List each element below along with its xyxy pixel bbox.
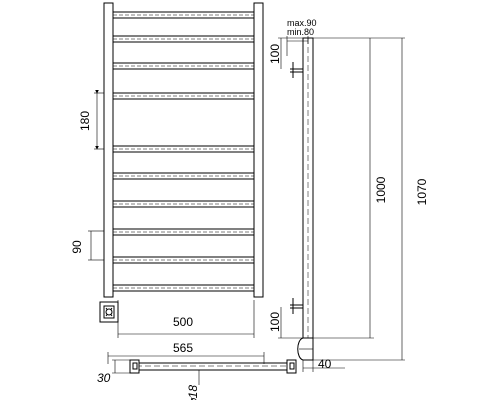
label-90: 90	[70, 240, 84, 254]
dim-565-line	[107, 352, 265, 364]
label-min: min.80	[287, 27, 314, 37]
dim-1000-line	[313, 37, 374, 339]
label-max: max.90	[287, 18, 317, 28]
label-180: 180	[78, 111, 92, 131]
label-30: 30	[97, 371, 111, 385]
dim-100-bottom-line	[278, 307, 303, 339]
label-100-bottom: 100	[268, 312, 282, 332]
right-rail	[253, 2, 264, 298]
bottom-bracket	[290, 298, 303, 314]
label-500: 500	[173, 315, 193, 329]
dim-30-line	[112, 359, 130, 374]
label-565: 565	[173, 341, 193, 355]
label-diameter: ⌀18	[186, 385, 200, 400]
labels: 180 90 500 565 max.90 min.80 100 1000 10…	[70, 18, 429, 400]
top-bracket	[290, 62, 303, 78]
dim-90-line	[88, 230, 104, 261]
side-heater	[297, 337, 314, 361]
label-100-top: 100	[268, 44, 282, 64]
front-view	[88, 2, 264, 338]
label-40: 40	[318, 357, 332, 371]
bars	[112, 11, 255, 292]
left-rail	[103, 2, 114, 298]
label-1000: 1000	[374, 176, 388, 203]
label-1070: 1070	[415, 178, 429, 205]
dim-180-line	[94, 90, 104, 150]
offset-dim	[286, 36, 309, 56]
bottom-pipe	[135, 362, 291, 371]
dim-500-line	[117, 300, 255, 338]
dim-40-line	[302, 357, 345, 372]
dim-1070-line	[313, 37, 405, 361]
heater-element	[99, 301, 119, 323]
dim-100-top-line	[278, 37, 303, 69]
side-view	[278, 36, 405, 372]
bottom-view	[107, 352, 297, 385]
